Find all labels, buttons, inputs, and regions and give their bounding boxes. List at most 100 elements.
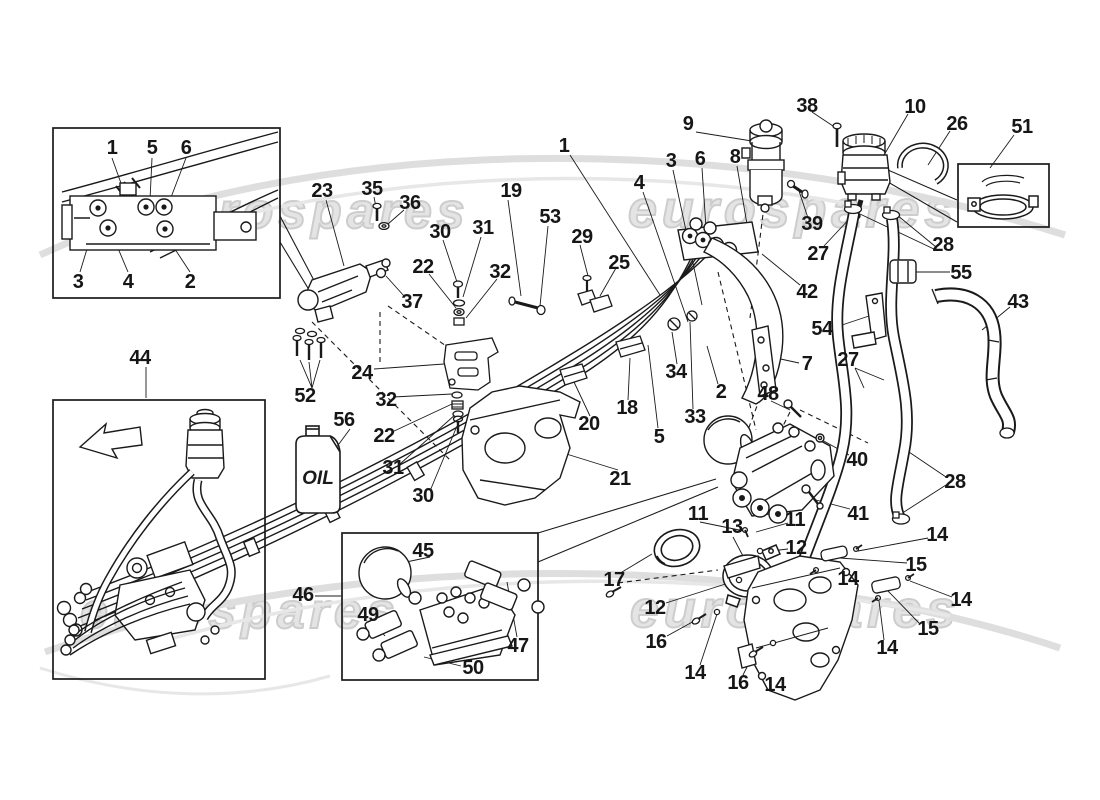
- pump-bolts: [786, 122, 842, 199]
- callout-label: 50: [462, 657, 484, 679]
- callout-label: 17: [603, 569, 625, 591]
- callout-label: 45: [412, 540, 434, 562]
- callout-label: 28: [932, 234, 954, 256]
- callout-label: 20: [578, 413, 600, 435]
- callout-label: 16: [645, 631, 667, 653]
- hydraulic-valve-unit: [703, 399, 835, 524]
- callout-label: 32: [375, 389, 397, 411]
- ring-17: [653, 528, 701, 568]
- callout-label: 27: [837, 349, 859, 371]
- callout-label: 16: [727, 672, 749, 694]
- callout-label: 44: [129, 347, 151, 369]
- small-fasteners-left: [292, 202, 613, 433]
- pump-kit-drawing: [60, 408, 236, 656]
- callout-label: 4: [122, 271, 134, 293]
- hose-clamp-detail: [967, 174, 1039, 220]
- callout-label: 23: [311, 180, 333, 202]
- callout-label: 4: [633, 172, 645, 194]
- callout-label: 24: [351, 362, 373, 384]
- callout-label: 5: [653, 426, 665, 448]
- clamp-26: [896, 142, 949, 185]
- callout-label: 14: [684, 662, 706, 684]
- callout-label: 21: [609, 468, 631, 490]
- front-fittings-detail-box: [52, 127, 281, 299]
- clamp-detail-box: [957, 163, 1050, 228]
- callout-label: 52: [294, 385, 316, 407]
- oil-reservoir: [837, 133, 891, 220]
- callout-label: 15: [917, 618, 939, 640]
- callout-label: 9: [682, 113, 694, 135]
- callout-label: 31: [472, 217, 494, 239]
- callout-label: 43: [1007, 291, 1029, 313]
- callout-label: 34: [665, 361, 687, 383]
- callout-label: 12: [785, 537, 807, 559]
- callout-label: 22: [373, 425, 395, 447]
- support-bracket: [703, 237, 784, 405]
- callout-label: 47: [507, 635, 529, 657]
- callout-label: 1: [558, 135, 570, 157]
- callout-label: 39: [801, 213, 823, 235]
- callout-label: 30: [429, 221, 451, 243]
- callout-label: 5: [146, 137, 158, 159]
- callout-label: 38: [796, 95, 818, 117]
- callout-label: 3: [665, 150, 677, 172]
- mounting-bracket-21: [461, 385, 581, 506]
- callout-label: 7: [801, 353, 813, 375]
- callout-label: 19: [500, 180, 522, 202]
- mounting-plate: [723, 555, 859, 701]
- callout-label: 46: [292, 584, 314, 606]
- power-steering-pump: [741, 119, 785, 213]
- callout-label: 14: [876, 637, 898, 659]
- steering-valve-unit: [297, 258, 391, 323]
- callout-label: 53: [539, 206, 561, 228]
- callout-label: 2: [184, 271, 196, 293]
- valve-kit-drawing: [356, 546, 545, 666]
- callout-label: 35: [361, 178, 383, 200]
- callout-label: 32: [489, 261, 511, 283]
- callout-label: 14: [837, 568, 859, 590]
- callout-label: 33: [684, 406, 706, 428]
- callout-label: 27: [807, 243, 829, 265]
- callout-label: 55: [950, 262, 972, 284]
- callout-label: 48: [757, 383, 779, 405]
- oil-bottle-label: OIL: [302, 468, 334, 489]
- callout-label: 13: [721, 516, 743, 538]
- callout-label: 10: [904, 96, 926, 118]
- callout-label: 37: [401, 291, 423, 313]
- detail-funnel-lines: [279, 169, 958, 563]
- callout-label: 18: [616, 397, 638, 419]
- pipe-clips: [559, 310, 698, 386]
- callout-label: 6: [694, 148, 706, 170]
- callout-label: 51: [1011, 116, 1033, 138]
- callout-label: 25: [608, 252, 630, 274]
- callout-label: 2: [715, 381, 727, 403]
- callout-label: 22: [412, 256, 434, 278]
- callout-label: 40: [846, 449, 868, 471]
- callout-label: 14: [926, 524, 948, 546]
- callout-label: 6: [180, 137, 192, 159]
- callout-label: 14: [950, 589, 972, 611]
- callout-label: 1: [106, 137, 118, 159]
- callout-label: 14: [764, 674, 786, 696]
- front-fittings-detail-drawing: [61, 131, 279, 259]
- callout-label: 11: [784, 509, 806, 531]
- callout-label: 12: [644, 597, 666, 619]
- callout-label: 29: [571, 226, 593, 248]
- large-hose-43: [931, 287, 1016, 439]
- bracket-54: [851, 292, 887, 349]
- grommet-55: [889, 259, 917, 284]
- callout-label: 28: [944, 471, 966, 493]
- callout-label: 36: [399, 192, 421, 214]
- callout-label: 56: [333, 409, 355, 431]
- callout-label: 3: [72, 271, 84, 293]
- pump-kit-box: [52, 399, 266, 680]
- callout-label: 15: [905, 554, 927, 576]
- callout-leader-lines: [79, 111, 1015, 678]
- callout-label: 11: [687, 503, 709, 525]
- callout-label: 26: [946, 113, 968, 135]
- callout-label: 49: [357, 604, 379, 626]
- callout-label: 42: [796, 281, 818, 303]
- callout-label: 31: [382, 457, 404, 479]
